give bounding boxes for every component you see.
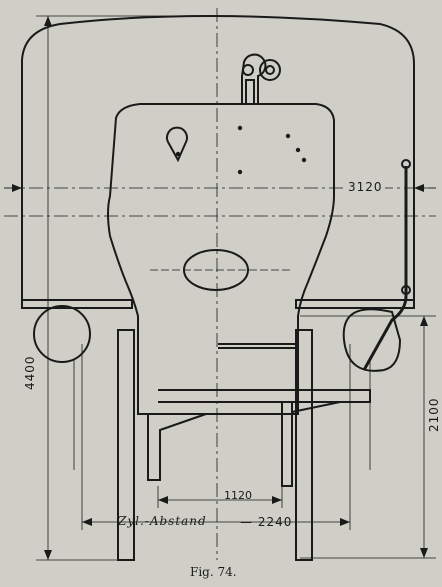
- handrail-pipe: [362, 166, 408, 371]
- support-diagonal: [291, 401, 341, 413]
- dimension-cylinder-spacing-label: Zyl.-Abstand: [118, 514, 207, 528]
- frame-right: [295, 329, 313, 561]
- running-board-left: [21, 299, 133, 309]
- support-strut: [281, 402, 293, 487]
- dome-hole-left: [242, 64, 254, 76]
- cylinder-right: [342, 308, 402, 372]
- rivets: [175, 125, 307, 175]
- frame-left: [117, 329, 135, 561]
- lamp-fitting: [166, 126, 188, 163]
- dimension-width-top: 3120: [346, 180, 385, 194]
- lower-platform: [218, 343, 296, 349]
- pilot-bracket: [147, 413, 207, 481]
- cylinder-left: [33, 305, 91, 363]
- smokebox-front: [107, 103, 335, 415]
- dimension-height-lower: 2100: [427, 397, 441, 432]
- dome-fitting: [241, 53, 267, 105]
- figure-caption: Fig. 74.: [190, 565, 237, 579]
- dimension-height-total: 4400: [23, 355, 37, 390]
- dome-hole-right: [259, 59, 281, 81]
- cross-beam: [158, 389, 371, 403]
- cab-outline: [21, 15, 415, 300]
- dimension-cylinder-spacing-value: — 2240: [240, 515, 293, 529]
- dimension-inner-spacing: 1120: [224, 489, 252, 502]
- running-board-right: [295, 299, 415, 309]
